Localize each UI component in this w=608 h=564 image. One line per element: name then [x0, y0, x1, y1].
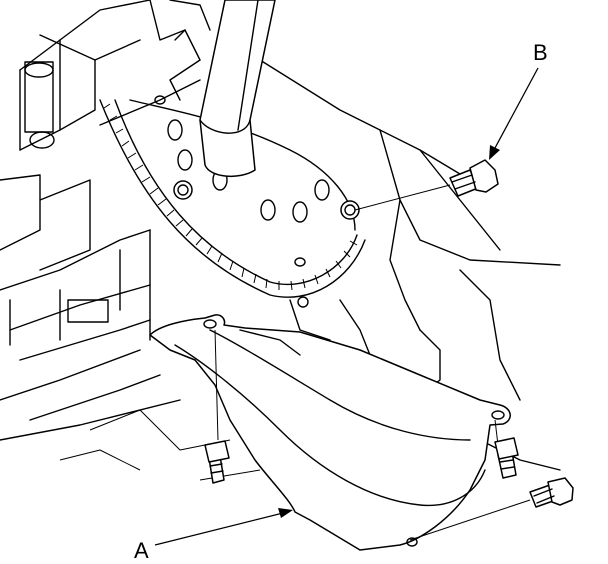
bolt-bottom-right — [529, 477, 574, 508]
bolt-lower-left — [204, 440, 230, 484]
flywheel — [99, 59, 366, 308]
shaft — [199, 0, 276, 177]
callout-label-b: B — [533, 40, 548, 65]
bolt-lower-right — [494, 437, 519, 479]
engine-block — [0, 0, 261, 481]
leader-arrow-b — [489, 67, 539, 160]
flywheel-bolt — [340, 200, 360, 220]
flywheel-bolt — [173, 180, 193, 200]
leader-arrow-a — [154, 508, 293, 546]
bolt-b — [354, 159, 499, 211]
callout-label-a: A — [134, 538, 149, 563]
cover-a — [149, 314, 531, 551]
